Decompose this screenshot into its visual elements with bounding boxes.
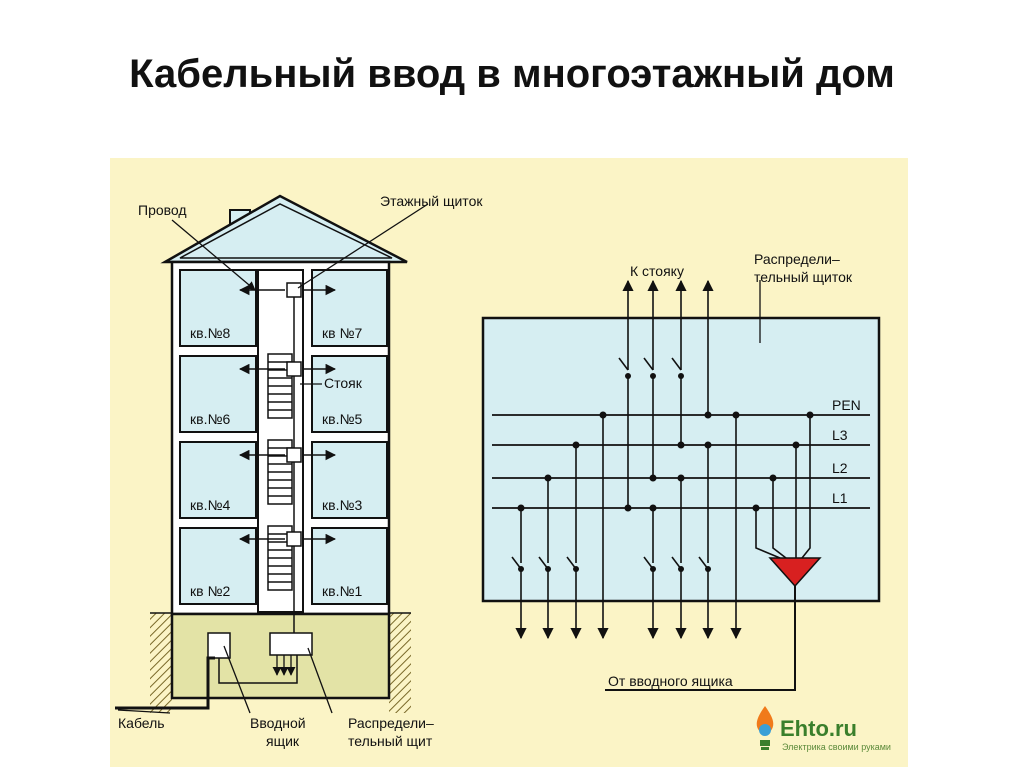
floor-panel-4 (286, 282, 302, 298)
apartment-label-3: кв.№3 (322, 497, 362, 513)
dist-panel-label-1: Распредели– (754, 251, 840, 267)
feed-wires (755, 415, 811, 559)
callout-lines (117, 203, 429, 714)
bus-label-l2: L2 (832, 460, 848, 476)
stairwell (257, 269, 304, 613)
input-wire (605, 586, 796, 691)
input-box-label-2: ящик (266, 733, 300, 749)
bus-label-l1: L1 (832, 490, 848, 506)
floor-panel-1 (286, 531, 302, 547)
down-feeders-left (511, 415, 609, 640)
apartment-label-2: кв №2 (190, 583, 230, 599)
basement (170, 612, 391, 700)
stairs (267, 353, 293, 591)
wire-label: Провод (138, 202, 187, 218)
apartment-label-4: кв.№4 (190, 497, 230, 513)
floor-panel-2 (286, 447, 302, 463)
ground-right (389, 613, 411, 713)
wire-arrows (238, 284, 337, 545)
riser-label: Стояк (324, 375, 363, 391)
dist-board-label-2: тельный щит (348, 733, 433, 749)
dist-panel-label-2: тельный щиток (754, 269, 853, 285)
apartment-label-8: кв.№8 (190, 325, 230, 341)
bus-label-l3: L3 (832, 427, 848, 443)
down-feeders-right (643, 415, 742, 640)
distribution-board (269, 632, 313, 656)
cable-label: Кабель (118, 715, 165, 731)
apartment-1 (311, 527, 388, 605)
apartment-label-6: кв.№6 (190, 411, 230, 427)
logo-name: Ehto.ru (780, 716, 857, 741)
up-feeders (618, 279, 714, 508)
ground-left (150, 613, 172, 713)
rcd-triangle (768, 557, 822, 588)
apartment-8 (179, 269, 257, 347)
from-input-label: От вводного ящика (608, 673, 733, 689)
cable-line (115, 656, 215, 710)
page-title: Кабельный ввод в многоэтажный дом (129, 52, 895, 96)
logo-tagline: Электрика своими руками (782, 742, 891, 752)
board-output-arrows (272, 655, 296, 676)
lightbulb-drop-icon (756, 706, 774, 750)
apartment-7 (311, 269, 388, 347)
apartment-label-5: кв.№5 (322, 411, 362, 427)
input-box-label-1: Вводной (250, 715, 306, 731)
input-to-board-wire (218, 655, 298, 684)
building: кв.№8 кв №7 кв.№6 кв.№5 кв.№4 кв.№3 кв №… (115, 193, 483, 749)
dist-board-label-1: Распредели– (348, 715, 434, 731)
site-logo: Ehto.ru Электрика своими руками (756, 706, 891, 752)
apartment-label-1: кв.№1 (322, 583, 362, 599)
distribution-panel: К стояку Распредели– тельный щиток PEN L… (481, 251, 881, 691)
to-riser-label: К стояку (630, 263, 684, 279)
apartment-label-7: кв №7 (322, 325, 362, 341)
bus-label-pen: PEN (832, 397, 861, 413)
floor-panel-label: Этажный щиток (380, 193, 483, 209)
floor-panel-3 (286, 361, 302, 377)
cable-entry-diagram: кв.№8 кв №7 кв.№6 кв.№5 кв.№4 кв.№3 кв №… (110, 158, 908, 767)
